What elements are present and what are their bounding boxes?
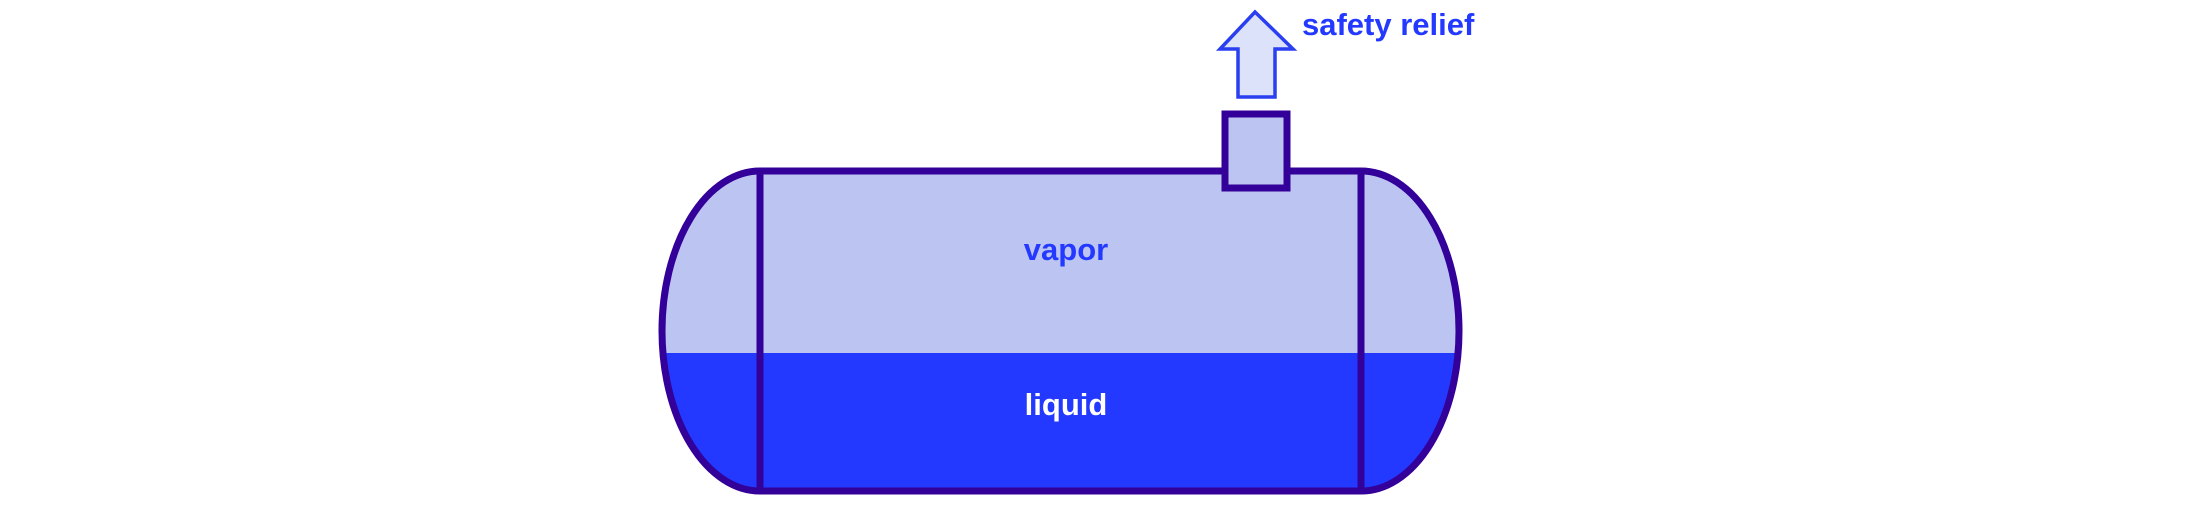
vapor-label: vapor <box>1024 232 1108 267</box>
vapor-region <box>662 171 1459 353</box>
liquid-region <box>662 353 1459 491</box>
tank-body <box>662 171 1459 491</box>
safety-relief-label: safety relief <box>1302 7 1475 42</box>
up-arrow-icon <box>1215 9 1298 99</box>
liquid-label: liquid <box>1025 387 1108 422</box>
relief-valve <box>1221 110 1291 192</box>
